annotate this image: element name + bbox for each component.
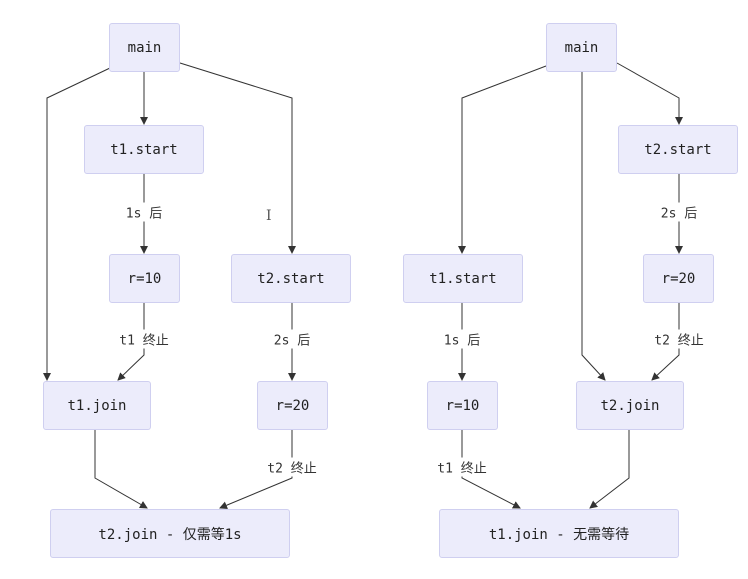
label-left-1s: 1s 后: [123, 202, 165, 222]
text-cursor-icon: I: [266, 208, 272, 224]
edge-left-r10-t1join: [117, 302, 145, 381]
edge-right-main-t1start: [458, 65, 547, 254]
edge-left-main-t1join: [43, 67, 111, 381]
edge-right-r10-t1join: [461, 430, 521, 509]
label-left-2s: 2s 后: [271, 329, 313, 349]
edge-right-main-t2join: [581, 71, 606, 381]
label-right-t1-end: t1 终止: [435, 457, 489, 477]
label-right-2s: 2s 后: [658, 202, 700, 222]
edge-left-t1join-t2join: [94, 430, 148, 509]
node-left-t2-join: t2.join - 仅需等1s: [50, 509, 290, 558]
edge-left-r20-t2join: [219, 430, 293, 509]
label-left-t2-end: t2 终止: [265, 457, 319, 477]
node-left-t2-start: t2.start: [231, 254, 351, 303]
node-right-t1-start: t1.start: [403, 254, 523, 303]
node-right-t1-join: t1.join - 无需等待: [439, 509, 679, 558]
node-left-t1-join: t1.join: [43, 381, 151, 430]
node-left-t1-start: t1.start: [84, 125, 204, 174]
edge-right-r20-t2join: [651, 302, 680, 381]
node-left-r10: r=10: [109, 254, 180, 303]
node-right-main: main: [546, 23, 617, 72]
node-right-t2-start: t2.start: [618, 125, 738, 174]
label-left-t1-end: t1 终止: [117, 329, 171, 349]
node-left-main: main: [109, 23, 180, 72]
node-right-r20: r=20: [643, 254, 714, 303]
label-right-1s: 1s 后: [441, 329, 483, 349]
edge-right-t2join-t1join: [589, 430, 630, 509]
node-left-r20: r=20: [257, 381, 328, 430]
label-right-t2-end: t2 终止: [652, 329, 706, 349]
node-right-r10: r=10: [427, 381, 498, 430]
edge-right-main-t2start: [616, 62, 683, 125]
edge-left-main-t2start: [179, 62, 296, 254]
node-right-t2-join: t2.join: [576, 381, 684, 430]
